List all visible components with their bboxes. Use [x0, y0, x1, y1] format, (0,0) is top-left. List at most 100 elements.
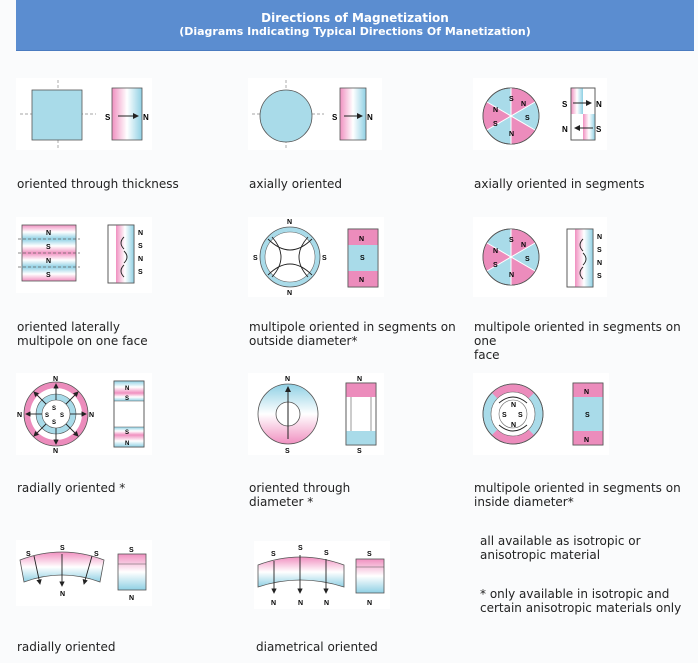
diagram-thickness: S N [16, 78, 152, 150]
pole-label: S [562, 100, 568, 109]
pole-label: S [597, 247, 602, 254]
pole-label: S [493, 121, 498, 128]
pole-label: N [271, 600, 276, 607]
pole-label: N [138, 256, 143, 263]
diagram-radial-arc: S S S N S N [16, 540, 152, 606]
pole-label: N [53, 376, 58, 383]
pole-label: S [60, 413, 64, 419]
pole-label: N [562, 125, 568, 134]
caption-axial-segments: axially oriented in segments [474, 177, 645, 191]
pole-label: N [521, 242, 526, 249]
caption-line: oriented laterally [17, 320, 120, 334]
pole-label: S [357, 448, 362, 455]
pole-label: N [493, 107, 498, 114]
pole-label: S [52, 420, 56, 426]
pole-label: S [367, 551, 372, 558]
pole-label: N [138, 230, 143, 237]
caption-outside-diameter: multipole oriented in segments on outsid… [249, 320, 456, 348]
pole-label: S [60, 545, 65, 552]
pole-label: N [17, 412, 22, 419]
pole-label: N [597, 260, 602, 267]
pole-label: S [125, 430, 129, 436]
pole-label: N [596, 100, 602, 109]
diagram-axial: S N [248, 78, 382, 150]
diagram-through-diameter: N S N S [248, 373, 384, 455]
pole-label: S [52, 406, 56, 412]
caption-line: inside diameter* [474, 495, 574, 509]
pole-label: S [322, 255, 327, 262]
pole-label: N [511, 402, 516, 409]
pole-label: N [287, 219, 292, 226]
pole-label: S [138, 269, 143, 276]
pole-label: S [324, 550, 329, 557]
pole-label: S [285, 448, 290, 455]
page-title: Directions of Magnetization [261, 11, 449, 25]
pole-label: S [94, 551, 99, 558]
caption-through-diameter: oriented through diameter * [249, 481, 350, 509]
pole-label: S [271, 551, 276, 558]
pole-label: N [357, 376, 362, 383]
caption-line: multipole on one face [17, 334, 148, 348]
pole-label: N [60, 591, 65, 598]
caption-thickness: oriented through thickness [17, 177, 179, 191]
pole-label: S [105, 113, 111, 122]
pole-label: N [493, 248, 498, 255]
pole-label: N [298, 600, 303, 607]
pole-label: S [46, 244, 51, 251]
caption-line: oriented through [249, 481, 351, 495]
pole-label: S [298, 545, 303, 552]
pole-label: S [596, 125, 602, 134]
pole-label: N [359, 277, 364, 284]
pole-label: N [53, 448, 58, 455]
pole-label: S [26, 551, 31, 558]
pole-label: N [46, 258, 51, 265]
caption-line: multipole oriented in segments on [249, 320, 456, 334]
pole-label: S [525, 256, 530, 263]
pole-label: N [143, 113, 149, 122]
pole-label: N [509, 272, 514, 279]
pole-label: S [253, 255, 258, 262]
diagram-diametrical-arc: S S S N N N S N [254, 541, 390, 609]
diagram-inside-diameter-multipole: N S S N N S N [473, 373, 609, 455]
pole-label: S [518, 412, 523, 419]
pole-label: N [129, 595, 134, 602]
pole-label: N [285, 376, 290, 383]
pole-label: N [324, 600, 329, 607]
note-isotropic: all available as isotropic or anisotropi… [480, 534, 641, 562]
pole-label: N [509, 131, 514, 138]
pole-label: N [597, 234, 602, 241]
pole-label: S [45, 413, 49, 419]
pole-label: S [597, 273, 602, 280]
pole-label: S [585, 412, 590, 419]
diagram-radial-ring: N N N N S S S S N S S N [16, 373, 152, 455]
caption-radial-ring: radially oriented * [17, 481, 126, 495]
diagram-one-face-multipole: S N S N S N N S N S [473, 217, 607, 297]
caption-radial-arc: radially oriented [17, 640, 116, 654]
pole-label: N [89, 412, 94, 419]
pole-label: N [125, 441, 129, 447]
pole-label: N [359, 236, 364, 243]
pole-label: S [525, 115, 530, 122]
pole-label: N [367, 600, 372, 607]
pole-label: S [493, 262, 498, 269]
diagram-lateral-multipole: N S N S N S N S [16, 217, 152, 293]
pole-label: S [502, 412, 507, 419]
caption-lateral-multipole: oriented laterally multipole on one face [17, 320, 148, 348]
pole-label: N [584, 389, 589, 396]
page-header: Directions of Magnetization (Diagrams In… [16, 0, 694, 51]
pole-label: S [332, 113, 338, 122]
page-subtitle: (Diagrams Indicating Typical Directions … [179, 25, 531, 38]
pole-label: S [509, 237, 514, 244]
pole-label: N [367, 113, 373, 122]
caption-line: multipole oriented in segments on [474, 481, 681, 495]
pole-label: S [509, 96, 514, 103]
pole-label: N [511, 422, 516, 429]
caption-line: multipole oriented in segments on one [474, 320, 681, 348]
pole-label: S [138, 243, 143, 250]
pole-label: N [584, 437, 589, 444]
pole-label: N [287, 290, 292, 297]
pole-label: N [46, 230, 51, 237]
caption-diametrical-arc: diametrical oriented [256, 640, 378, 654]
caption-inside-diameter: multipole oriented in segments on inside… [474, 481, 681, 509]
pole-label: N [521, 101, 526, 108]
